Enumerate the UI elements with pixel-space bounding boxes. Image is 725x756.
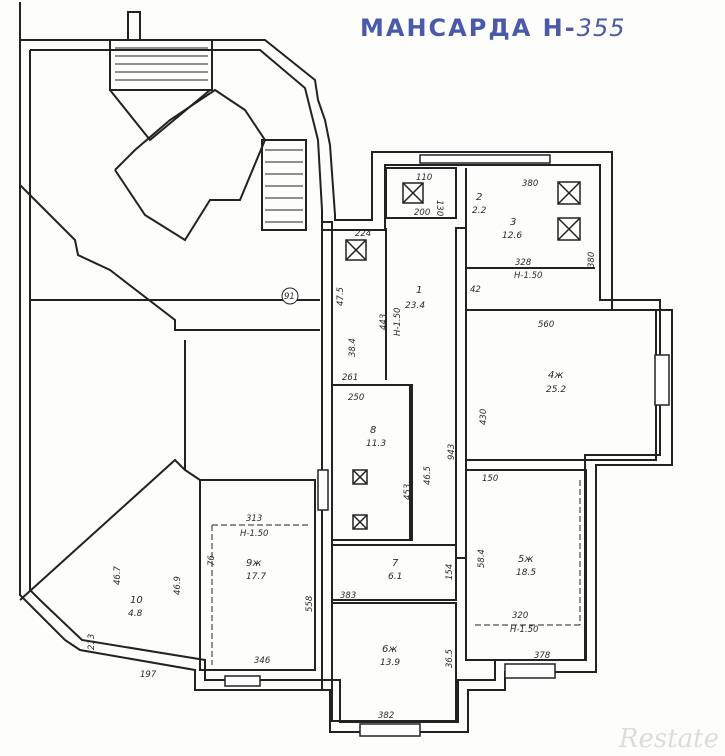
walls xyxy=(19,2,673,733)
dimension-labels: 110 130 200 380 224 328 380 Н-1.50 47.5 … xyxy=(87,173,597,721)
watermark: Restate xyxy=(618,724,719,754)
stair-treads xyxy=(115,47,303,223)
axis-marker xyxy=(281,287,299,305)
room-1-number: 1 xyxy=(416,285,422,296)
dim-150: 150 xyxy=(482,474,498,484)
dim-320: 320 xyxy=(512,611,528,621)
room-8-area: 11.3 xyxy=(366,439,386,449)
dim-383: 383 xyxy=(340,591,356,601)
room-5-number: 5ж xyxy=(518,554,533,565)
dim-346: 346 xyxy=(254,656,271,666)
dim-453: 453 xyxy=(403,484,413,500)
dim-382: 382 xyxy=(378,711,394,721)
dim-46-5: 46.5 xyxy=(423,466,433,485)
dim-261: 261 xyxy=(342,373,358,383)
dim-76: 76 xyxy=(207,555,217,566)
room-5-area: 18.5 xyxy=(516,568,536,578)
dimension-lines xyxy=(211,267,590,665)
room-3-area: 12.6 xyxy=(502,231,522,241)
height-label-9: Н-1.50 xyxy=(240,529,268,539)
room-8-number: 8 xyxy=(370,425,376,436)
dim-224: 224 xyxy=(355,229,371,239)
dim-36-5: 36.5 xyxy=(445,649,455,668)
dim-46-9: 46.9 xyxy=(173,576,183,595)
dim-328: 328 xyxy=(515,258,532,268)
dim-943: 943 xyxy=(447,444,457,460)
room-9-area: 17.7 xyxy=(246,572,266,582)
dim-42: 42 xyxy=(470,285,481,295)
ventilation-boxes xyxy=(345,181,581,530)
height-label-1: Н-1.50 xyxy=(393,308,403,336)
dim-380-vertical: 380 xyxy=(587,252,597,268)
room-1-area: 23.4 xyxy=(405,301,425,311)
dim-154: 154 xyxy=(445,564,455,580)
room-9-number: 9ж xyxy=(246,558,261,569)
axis-marker-label: 91 xyxy=(284,292,295,302)
dim-313: 313 xyxy=(246,514,262,524)
room-4-area: 25.2 xyxy=(546,385,566,395)
dim-378: 378 xyxy=(534,651,551,661)
height-label-5: Н-1.50 xyxy=(510,625,538,635)
dim-200: 200 xyxy=(414,208,430,218)
stamp-prefix: МАНСАРДА Н- xyxy=(360,14,577,42)
stamp-number: 355 xyxy=(576,14,626,42)
dim-443: 443 xyxy=(379,314,389,330)
room-10-number: 10 xyxy=(130,595,143,606)
room-7-area: 6.1 xyxy=(388,572,402,582)
room-labels: 1 23.4 2 2.2 3 12.6 4ж 25.2 5ж 18.5 6ж 1… xyxy=(128,192,566,668)
room-10-area: 4.8 xyxy=(128,609,143,619)
plan-title-stamp: МАНСАРДА Н-355 xyxy=(360,14,625,42)
dim-38-4: 38.4 xyxy=(348,338,358,357)
dim-250: 250 xyxy=(348,393,364,403)
dim-560: 560 xyxy=(538,320,554,330)
dim-47-5: 47.5 xyxy=(336,287,346,306)
dim-46-7: 46.7 xyxy=(113,565,123,585)
room-4-number: 4ж xyxy=(548,370,563,381)
dim-197: 197 xyxy=(140,670,157,680)
height-label-3: Н-1.50 xyxy=(514,271,542,281)
dim-430: 430 xyxy=(479,409,489,425)
room-7-number: 7 xyxy=(392,558,399,569)
room-2-area: 2.2 xyxy=(472,206,487,216)
dim-213: 213 xyxy=(87,634,97,650)
dim-380: 380 xyxy=(522,179,538,189)
dim-130: 130 xyxy=(434,200,444,216)
dim-55-8: 558 xyxy=(305,595,315,612)
windows xyxy=(224,154,670,737)
room-2-number: 2 xyxy=(476,192,482,203)
dim-110: 110 xyxy=(416,173,432,183)
room-3-number: 3 xyxy=(510,217,516,228)
room-6-area: 13.9 xyxy=(380,658,400,668)
dim-58-4: 58.4 xyxy=(477,549,487,568)
interior-walls xyxy=(19,39,657,722)
room-6-number: 6ж xyxy=(382,644,397,655)
